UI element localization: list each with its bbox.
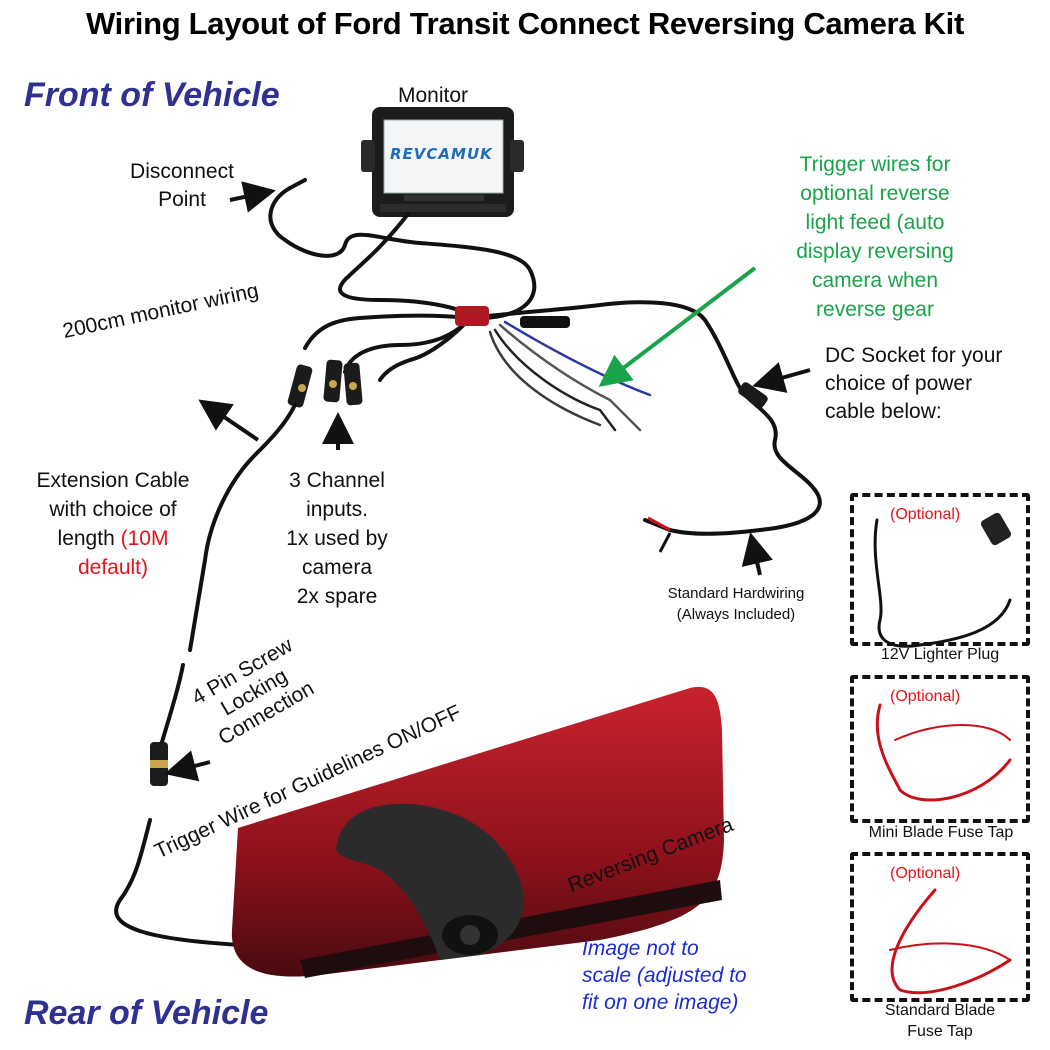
- extension-length-default-a: (10M: [120, 527, 169, 550]
- trigger-line-2: optional reverse: [800, 182, 950, 205]
- scale-note-line-1: Image not to: [582, 937, 699, 960]
- disconnect-line-1: Disconnect: [130, 160, 234, 183]
- channel-line-5: 2x spare: [296, 585, 378, 608]
- page-title: Wiring Layout of Ford Transit Connect Re…: [86, 6, 964, 41]
- trigger-line-3: light feed (auto: [805, 211, 945, 234]
- optional-tag: (Optional): [890, 506, 961, 523]
- channel-line-1: 3 Channel: [289, 469, 385, 492]
- optional-cables: [873, 518, 1012, 995]
- monitor-label: Monitor: [398, 84, 469, 107]
- channel-line-2: inputs.: [306, 498, 368, 521]
- rear-of-vehicle-label: Rear of Vehicle: [24, 994, 269, 1032]
- dc-socket-line-1: DC Socket for your: [825, 344, 1003, 367]
- dc-socket-line-3: cable below:: [825, 400, 942, 423]
- monitor: [361, 107, 524, 217]
- lighter-plug: [980, 512, 1012, 546]
- brake-light-camera: [231, 686, 725, 978]
- trigger-wires: [488, 320, 652, 432]
- monitor-brand: REVCAMUK: [390, 145, 493, 163]
- channel-line-4: camera: [301, 556, 373, 579]
- extension-length-default-b: default): [77, 556, 149, 579]
- inline-connector: [455, 306, 489, 326]
- channel-connectors: [287, 359, 363, 408]
- standard-blade-caption: Standard Blade Fuse Tap: [850, 1000, 1030, 1042]
- channel-inputs-label: 3 Channel inputs. 1x used by camera 2x s…: [262, 466, 412, 611]
- hardwiring-line-2: (Always Included): [676, 606, 796, 623]
- monitor-wiring: [268, 178, 747, 397]
- trigger-line-1: Trigger wires for: [799, 153, 951, 176]
- trigger-line-5: camera when: [811, 269, 939, 292]
- extension-line-1: Extension Cable: [36, 469, 190, 492]
- dc-socket: [738, 382, 768, 408]
- scale-note-line-2: scale (adjusted to: [582, 964, 747, 987]
- extension-line-3: length (10M: [20, 524, 206, 553]
- inline-fuse: [520, 316, 570, 328]
- trigger-wires-label: Trigger wires for optional reverse light…: [760, 150, 990, 324]
- trigger-line-4: display reversing: [796, 240, 954, 263]
- optional-tag: (Optional): [890, 865, 961, 882]
- lighter-plug-caption: 12V Lighter Plug: [880, 646, 1000, 663]
- channel-line-3: 1x used by: [286, 527, 388, 550]
- option-box-lighter-plug: (Optional): [850, 493, 1030, 646]
- front-of-vehicle-label: Front of Vehicle: [24, 76, 280, 114]
- optional-tag: (Optional): [890, 688, 961, 705]
- scale-note: Image not to scale (adjusted to fit on o…: [582, 935, 747, 1016]
- dc-socket-label: DC Socket for your choice of power cable…: [825, 342, 1002, 426]
- pointer-arrows: [164, 181, 811, 782]
- standard-hardwiring-label: Standard Hardwiring (Always Included): [636, 583, 836, 625]
- dc-socket-line-2: choice of power: [825, 372, 973, 395]
- hardwiring-line-1: Standard Hardwiring: [667, 585, 805, 602]
- disconnect-line-2: Point: [158, 188, 206, 211]
- mini-blade-caption: Mini Blade Fuse Tap: [868, 824, 1014, 841]
- extension-cable-label: Extension Cable with choice of length (1…: [20, 466, 206, 582]
- scale-note-line-3: fit on one image): [582, 991, 739, 1014]
- option-box-mini-blade: (Optional): [850, 675, 1030, 823]
- trigger-wires-arrow: [598, 266, 757, 387]
- trigger-line-6: reverse gear: [816, 298, 934, 321]
- extension-length-word: length: [57, 527, 115, 550]
- standard-blade-line-1: Standard Blade: [884, 1002, 996, 1019]
- extension-line-2: with choice of: [49, 498, 177, 521]
- hardwiring-cable: [643, 393, 822, 536]
- standard-blade-line-2: Fuse Tap: [907, 1023, 973, 1040]
- option-box-standard-blade: (Optional): [850, 852, 1030, 1002]
- disconnect-point-label: Disconnect Point: [112, 158, 252, 214]
